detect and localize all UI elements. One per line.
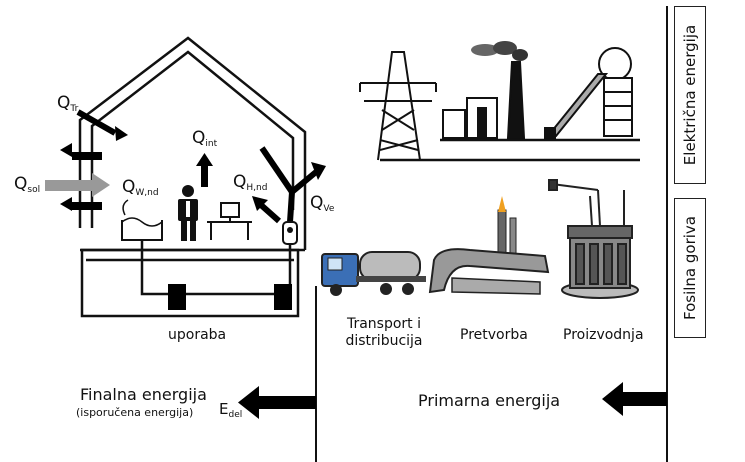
- building-use-label: uporaba: [168, 327, 227, 343]
- mine-headframe-icon: [544, 47, 633, 139]
- heater-device: [282, 221, 298, 245]
- q-int-label: Qint: [192, 128, 218, 149]
- person-figure: [178, 185, 198, 241]
- basement-box-right: [274, 284, 292, 310]
- q-ve-label: QVe: [310, 193, 335, 214]
- q-hnd-label: QH,nd: [233, 172, 268, 193]
- production-label: Proizvodnja: [563, 327, 644, 343]
- q-sol-label: Qsol: [14, 174, 41, 195]
- basement-pipes: [140, 240, 292, 296]
- wall-loss-arrows: [60, 143, 72, 211]
- tanker-truck-icon: [321, 251, 426, 296]
- fossil-fuels-label: Fosilna goriva: [681, 216, 699, 320]
- computer-desk: [207, 202, 252, 240]
- final-energy-arrow: [238, 386, 316, 419]
- delivered-energy-label: (isporučena energija): [76, 406, 194, 419]
- refinery-icon: [428, 196, 550, 295]
- fossil-fuels-box: Fosilna goriva: [674, 198, 706, 338]
- primary-energy-label: Primarna energija: [418, 391, 561, 410]
- e-del-label: Edel: [219, 400, 243, 420]
- house-outline: [78, 36, 307, 318]
- basement-box-left: [168, 284, 186, 310]
- q-ve-arrow: [259, 146, 326, 223]
- power-plant-icon: [442, 41, 528, 139]
- q-int-arrow: [196, 153, 213, 187]
- power-pylon-icon: [359, 51, 437, 161]
- final-energy-label: Finalna energija: [80, 385, 207, 404]
- window-bar-bottom: [72, 202, 102, 210]
- oil-platform-icon: [548, 179, 639, 299]
- electric-energy-box: Električna energija: [674, 6, 706, 184]
- window-bar-top: [72, 152, 102, 160]
- q-hnd-arrow: [252, 196, 281, 224]
- conversion-label: Pretvorba: [460, 327, 528, 343]
- q-tr-label: QTr: [57, 93, 79, 114]
- primary-energy-arrow: [602, 382, 667, 416]
- transport-label: Transport i distribucija: [345, 316, 423, 349]
- q-tr-arrow: [76, 109, 128, 141]
- electric-energy-label: Električna energija: [681, 24, 699, 166]
- q-wnd-label: QW,nd: [122, 177, 159, 198]
- q-sol-arrow: [45, 173, 110, 197]
- water-tank: [121, 199, 163, 241]
